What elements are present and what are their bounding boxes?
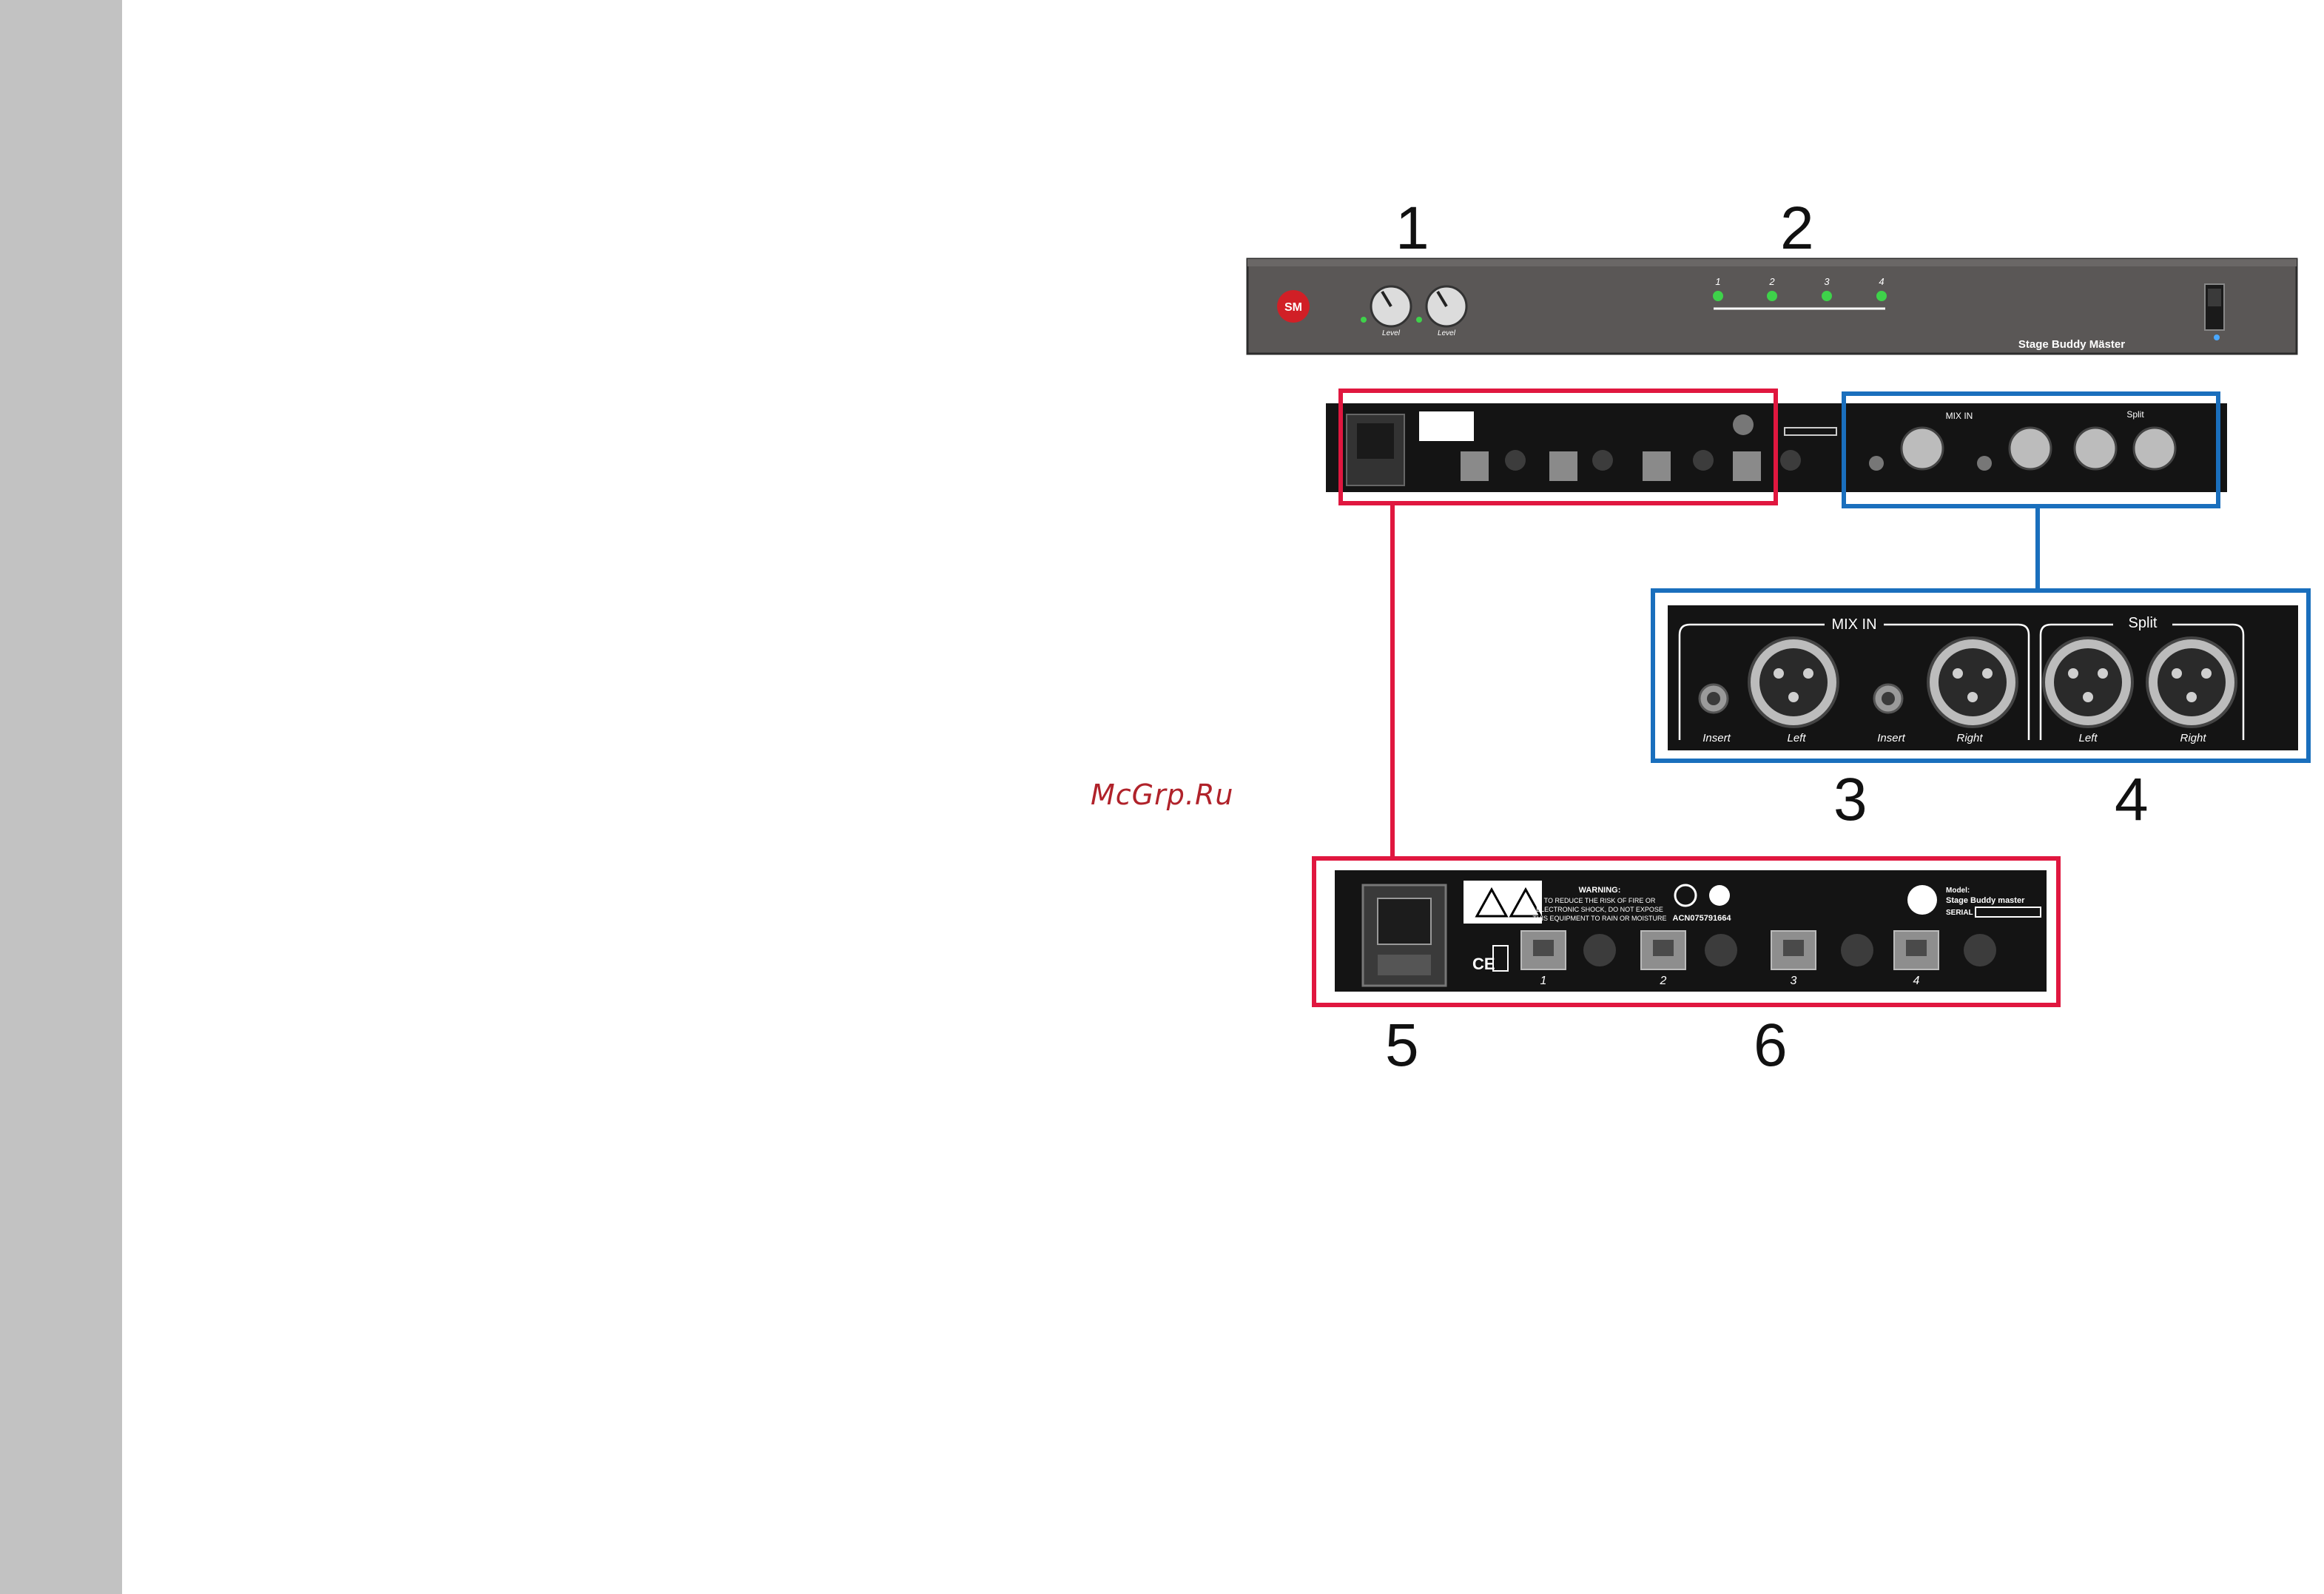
mix-in-label-small: MIX IN: [1946, 411, 1973, 421]
right-label-split: Right: [2180, 732, 2206, 744]
right-label-mixin: Right: [1956, 732, 1983, 744]
acn-number: ACN075791664: [1673, 914, 1732, 923]
warning-line-1: TO REDUCE THE RISK OF FIRE OR: [1544, 897, 1656, 904]
port-indicator-4: [1964, 934, 1996, 966]
ethernet-port-1-small[interactable]: [1461, 451, 1489, 481]
xlr-split-right-small[interactable]: [2134, 428, 2175, 469]
insert-label-right: Insert: [1877, 732, 1905, 744]
knob-label-2: Level: [1438, 329, 1456, 337]
insert-label-left: Insert: [1702, 732, 1731, 744]
sm-logo-rear-icon: [1907, 885, 1937, 915]
cert-check-icon: [1709, 885, 1730, 906]
ce-mark: CE: [1472, 955, 1495, 973]
port-label-4: 4: [1913, 975, 1920, 987]
warning-sticker-small: [1419, 411, 1474, 441]
split-label-small: Split: [2126, 409, 2144, 420]
led-label-3: 3: [1824, 276, 1830, 287]
serial-label: SERIAL: [1946, 909, 1973, 917]
signal-led-2: [1416, 317, 1422, 323]
channel-led-3: [1822, 291, 1832, 301]
port-indicator-1: [1583, 934, 1616, 966]
left-label-split: Left: [2078, 732, 2098, 744]
xlr-mixin-left-small[interactable]: [1902, 428, 1943, 469]
front-panel: SM Level Level 1 2 3 4 Stage Buddy Mäste…: [1247, 259, 2297, 354]
port-indicator-3: [1841, 934, 1873, 966]
xlr-split-left-small[interactable]: [2075, 428, 2116, 469]
power-led: [2214, 334, 2220, 340]
warning-line-2: ELECTRONIC SHOCK, DO NOT EXPOSE: [1536, 906, 1663, 913]
led-label-1: 1: [1715, 276, 1720, 287]
warning-title: WARNING:: [1579, 886, 1621, 895]
mix-in-label: MIX IN: [1831, 616, 1876, 633]
warning-line-3: THIS EQUIPMENT TO RAIN OR MOISTURE: [1532, 915, 1666, 922]
ethernet-port-2-small[interactable]: [1549, 451, 1577, 481]
split-label: Split: [2129, 615, 2158, 631]
model-label: Model:: [1946, 887, 1970, 895]
brand-name: Stage Buddy Mäster: [2018, 338, 2125, 351]
signal-led-1: [1361, 317, 1367, 323]
logo-text: SM: [1284, 301, 1302, 314]
port-label-1: 1: [1540, 975, 1547, 987]
knob-label-1: Level: [1382, 329, 1401, 337]
port-label-2: 2: [1660, 975, 1667, 987]
port-indicator-2: [1705, 934, 1737, 966]
channel-led-2: [1767, 291, 1777, 301]
ethernet-port-4-small[interactable]: [1733, 451, 1761, 481]
left-label-mixin: Left: [1787, 732, 1806, 744]
mix-split-zoom: MIX IN Split Insert Left Insert Right Le…: [1668, 605, 2298, 750]
led-label-2: 2: [1768, 276, 1775, 287]
model-name: Stage Buddy master: [1946, 896, 2025, 905]
led-label-4: 4: [1879, 276, 1884, 287]
port-label-3: 3: [1791, 975, 1797, 987]
channel-led-4: [1876, 291, 1887, 301]
power-ports-zoom: WARNING: TO REDUCE THE RISK OF FIRE OR E…: [1335, 870, 2047, 992]
channel-led-1: [1713, 291, 1723, 301]
xlr-mixin-right-small[interactable]: [2010, 428, 2051, 469]
ethernet-port-3-small[interactable]: [1643, 451, 1671, 481]
